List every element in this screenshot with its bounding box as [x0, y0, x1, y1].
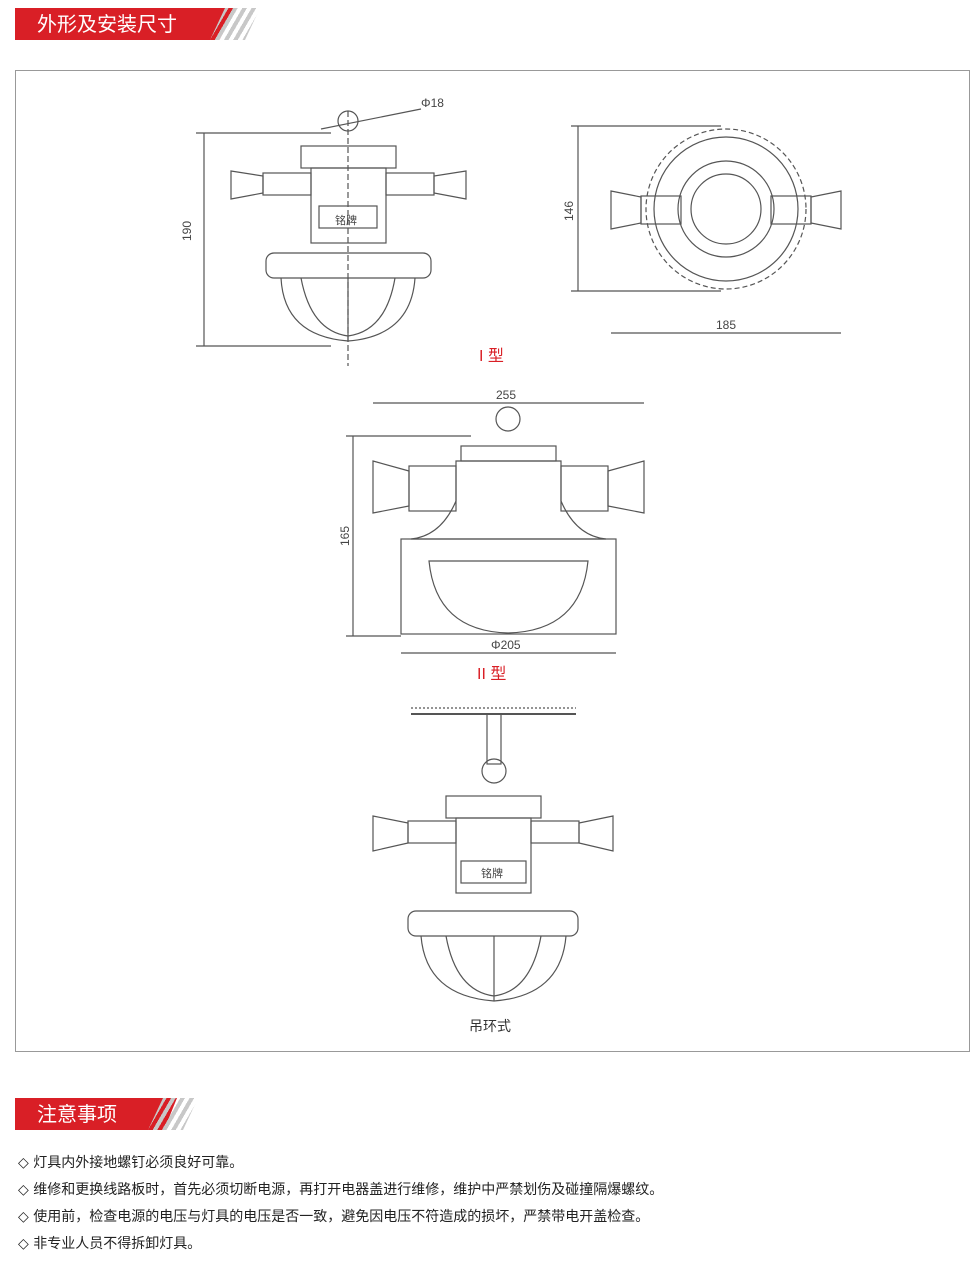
dim-dia-205: Φ205: [491, 638, 521, 652]
dim-height-165: 165: [338, 526, 352, 546]
technical-drawings: 190 Φ18 铭牌 146 185 I 型 255 165 Φ205 II 型: [180, 96, 842, 1034]
type1-front-view: [196, 108, 467, 366]
type1-label: I 型: [479, 347, 504, 365]
note-item: ◇ 灯具内外接地螺钉必须良好可靠。: [18, 1155, 244, 1171]
note-item: ◇ 使用前，检查电源的电压与灯具的电压是否一致，避免因电压不符造成的损坏，严禁带…: [18, 1209, 650, 1225]
hanging-view: [372, 707, 614, 1002]
dim-depth-146: 146: [562, 201, 576, 221]
section-title-dimensions: 外形及安装尺寸: [15, 8, 237, 40]
type2-front-view: [346, 402, 645, 654]
nameplate-label-1: 铭牌: [335, 213, 357, 227]
drawing-frame: 190 Φ18 铭牌 146 185 I 型 255 165 Φ205 II 型: [15, 70, 970, 1052]
note-item: ◇ 非专业人员不得拆卸灯具。: [18, 1236, 202, 1252]
notes-list: ◇ 灯具内外接地螺钉必须良好可靠。 ◇ 维修和更换线路板时，首先必须切断电源，再…: [18, 1153, 663, 1261]
dim-height-190: 190: [180, 221, 194, 241]
nameplate-label-2: 铭牌: [481, 866, 503, 880]
hanging-label: 吊环式: [469, 1018, 511, 1034]
dim-width-255: 255: [496, 388, 516, 402]
dim-width-185: 185: [716, 318, 736, 332]
type2-label: II 型: [477, 665, 506, 683]
type1-top-view: [571, 125, 842, 334]
dim-ring-dia: Φ18: [421, 96, 444, 110]
note-item: ◇ 维修和更换线路板时，首先必须切断电源，再打开电器盖进行维修，维护中严禁划伤及…: [18, 1182, 664, 1198]
section-title-notes: 注意事项: [15, 1098, 177, 1130]
